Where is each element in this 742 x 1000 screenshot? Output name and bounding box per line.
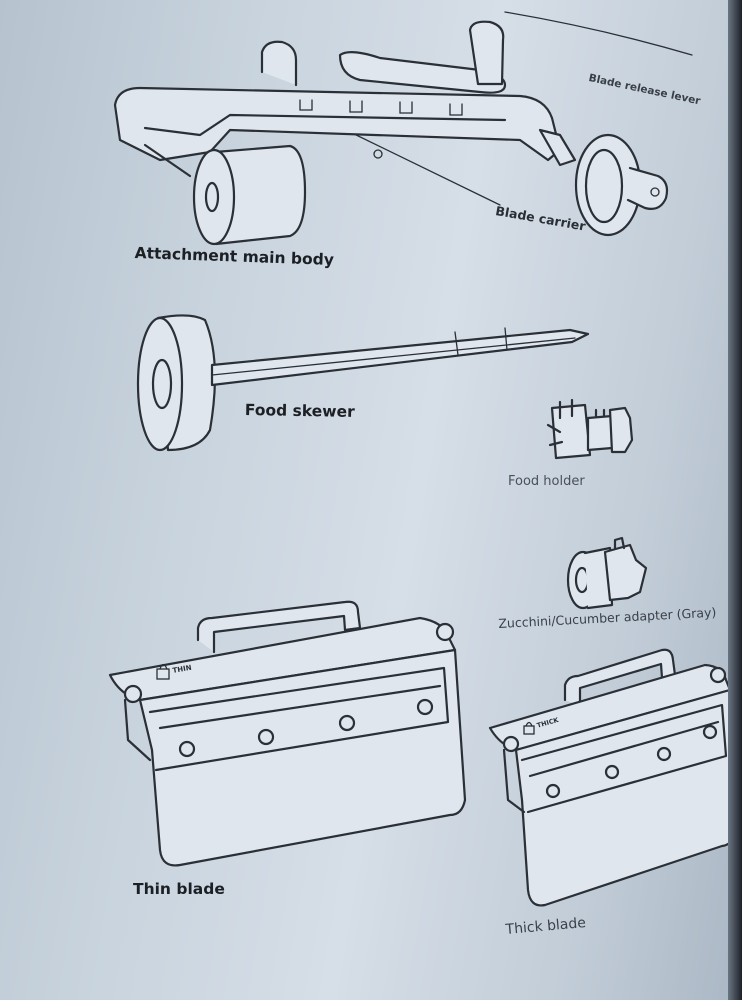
food-skewer-label: Food skewer [244,401,355,421]
lever-leader-line [504,11,693,56]
carrier-leader-line [349,131,501,206]
food-holder-label: Food holder [508,474,585,489]
thick-blade-drawing [488,648,737,907]
thin-blade-drawing [108,600,467,867]
food-holder-drawing [546,398,634,460]
thin-blade-label: Thin blade [133,880,225,898]
zucchini-adapter-drawing [566,536,648,610]
page-edge-shadow [728,0,742,1000]
food-skewer-drawing [136,314,590,452]
attachment-main-body-drawing [113,20,669,246]
